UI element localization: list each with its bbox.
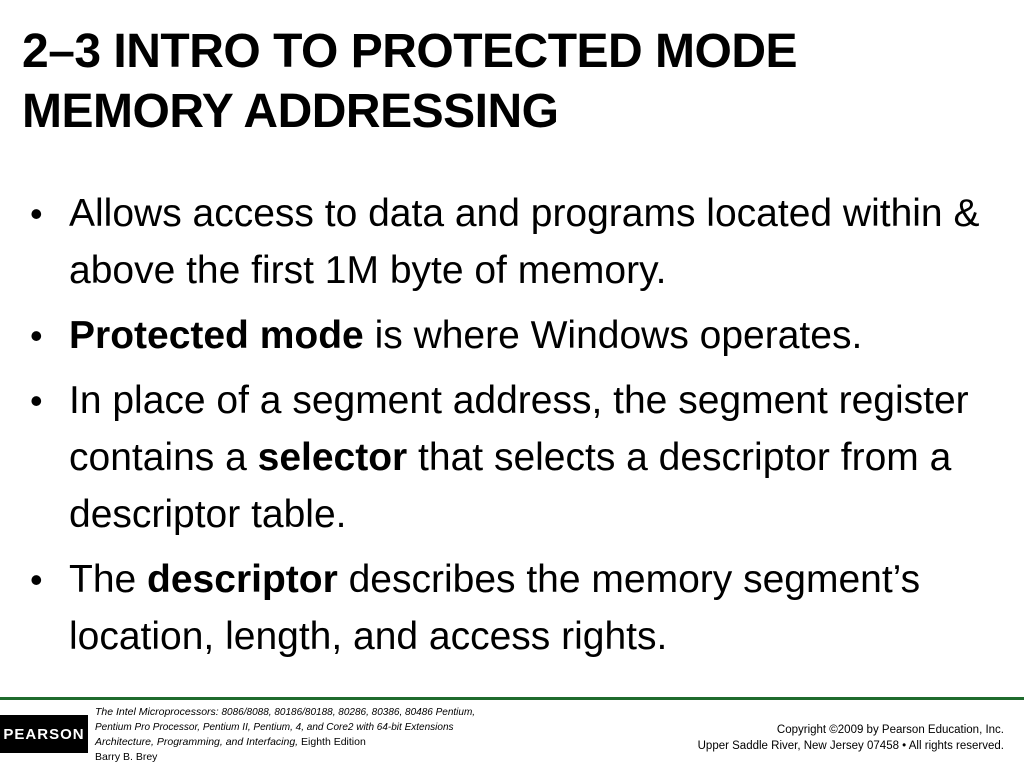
bullet-bold-term: descriptor: [147, 558, 338, 601]
copyright-line-2: Upper Saddle River, New Jersey 07458 • A…: [697, 740, 1004, 752]
bullet-dot-icon: •: [30, 559, 43, 600]
copyright-line-1: Copyright ©2009 by Pearson Education, In…: [776, 724, 1004, 736]
pearson-logo: PEARSON: [0, 715, 88, 753]
book-line-1: The Intel Microprocessors: 8086/8088, 80…: [95, 705, 615, 720]
bullet-text: Allows access to data and programs locat…: [69, 192, 980, 292]
book-title: The Intel Microprocessors:: [95, 706, 219, 718]
bullet-dot-icon: •: [30, 315, 43, 356]
bullet-text: Protected mode is where Windows operates…: [69, 307, 1004, 364]
bullet-text-after: is where Windows operates.: [363, 314, 863, 357]
bullet-list: • Allows access to data and programs loc…: [0, 185, 1024, 673]
bullet-text: The descriptor describes the memory segm…: [69, 551, 1004, 665]
bullet-bold-term: Protected mode: [69, 314, 364, 357]
book-line-2: Pentium Pro Processor, Pentium II, Penti…: [95, 722, 454, 733]
bullet-item: • The descriptor describes the memory se…: [0, 551, 1024, 665]
book-models: 8086/8088, 80186/80188, 80286, 80386, 80…: [218, 707, 476, 718]
bullet-item: • In place of a segment address, the seg…: [0, 372, 1024, 543]
bullet-text-after: that selects a descriptor from a descrip…: [69, 436, 952, 536]
copyright-notice: Copyright ©2009 by Pearson Education, In…: [698, 722, 1004, 754]
bullet-text-before: The: [69, 558, 148, 601]
bullet-text: In place of a segment address, the segme…: [69, 372, 1004, 543]
bullet-text-before: In place of a segment address, the segme…: [69, 379, 969, 479]
slide-title-line-2: MEMORY ADDRESSING: [22, 85, 559, 138]
slide-title: 2–3 INTRO TO PROTECTED MODE MEMORY ADDRE…: [22, 22, 1012, 142]
book-citation: The Intel Microprocessors: 8086/8088, 80…: [95, 705, 615, 765]
footer-divider: [0, 697, 1024, 700]
bullet-bold-term: selector: [257, 436, 408, 479]
bullet-text-after: describes the memory segment’s location,…: [69, 558, 921, 658]
book-subtitle: Architecture, Programming, and Interfaci…: [95, 736, 299, 748]
bullet-dot-icon: •: [30, 380, 43, 421]
book-edition: Eighth Edition: [298, 736, 366, 748]
slide-title-line-1: 2–3 INTRO TO PROTECTED MODE: [22, 25, 798, 78]
bullet-item: Protected mode • Protected mode is where…: [0, 307, 1024, 364]
bullet-dot-icon: •: [30, 193, 43, 234]
book-author: Barry B. Brey: [95, 751, 158, 763]
book-line-3: Architecture, Programming, and Interfaci…: [95, 735, 615, 750]
bullet-item: • Allows access to data and programs loc…: [0, 185, 1024, 299]
